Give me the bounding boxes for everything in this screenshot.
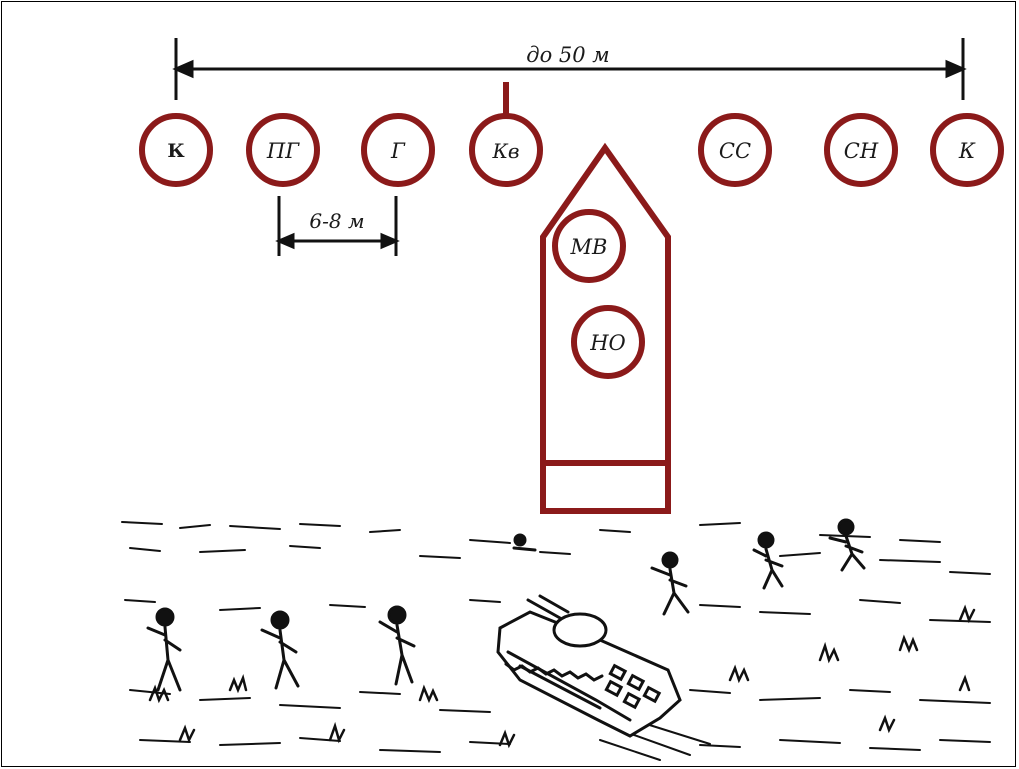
soldier-6	[830, 520, 864, 570]
interval-label: 6-8 м	[309, 209, 364, 233]
soldier-5	[754, 533, 782, 588]
position-ss-label: СС	[719, 139, 751, 163]
soldier-3	[380, 607, 414, 684]
position-g-label: Г	[390, 139, 406, 163]
position-k-left-label: К	[167, 140, 185, 162]
soldier-1	[148, 609, 180, 690]
position-no-label: НО	[589, 331, 626, 355]
position-mv-label: МВ	[570, 235, 608, 259]
battlefield-illustration	[122, 520, 990, 760]
position-sn-label: СН	[844, 139, 879, 163]
soldier-4	[652, 553, 688, 614]
position-kv-label: Кв	[491, 139, 519, 163]
total-distance-label: до 50 м	[526, 43, 609, 67]
position-pg-label: ПГ	[266, 139, 300, 163]
soldier-prone	[514, 535, 535, 550]
soldier-2	[262, 612, 298, 688]
position-k-right-label: К	[958, 139, 976, 163]
bmp-vehicle	[498, 596, 680, 736]
